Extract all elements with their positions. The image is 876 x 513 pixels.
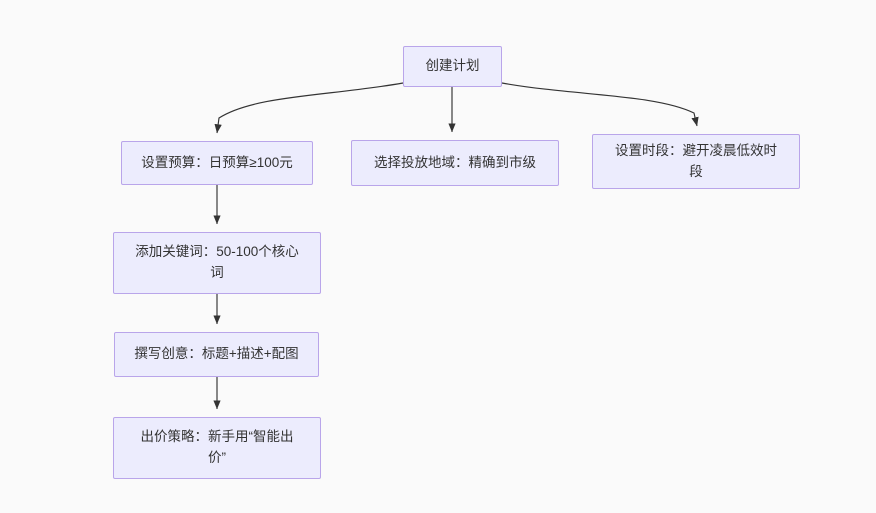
node-add-keywords[interactable]: 添加关键词：50-100个核心 词 [113,232,321,294]
node-set-budget[interactable]: 设置预算：日预算≥100元 [121,141,313,185]
edge-create-plan-to-set-schedule [501,82,699,127]
node-select-region-label: 选择投放地域：精确到市级 [374,154,536,170]
node-select-region[interactable]: 选择投放地域：精确到市级 [351,140,559,186]
node-set-schedule-label: 设置时段：避开凌晨低效时 段 [615,142,777,179]
edge-create-plan-to-set-budget [214,82,404,134]
node-write-creative-label: 撰写创意：标题+描述+配图 [134,346,299,362]
node-bidding-strategy-label: 出价策略：新手用“智能出 价” [140,429,294,465]
node-add-keywords-label: 添加关键词：50-100个核心 词 [135,244,299,280]
node-set-budget-label: 设置预算：日预算≥100元 [141,154,293,170]
node-write-creative[interactable]: 撰写创意：标题+描述+配图 [114,332,319,377]
node-bidding-strategy[interactable]: 出价策略：新手用“智能出 价” [113,417,321,479]
node-create-plan[interactable]: 创建计划 [403,46,502,87]
node-set-schedule[interactable]: 设置时段：避开凌晨低效时 段 [592,134,800,189]
node-create-plan-label: 创建计划 [425,58,480,74]
